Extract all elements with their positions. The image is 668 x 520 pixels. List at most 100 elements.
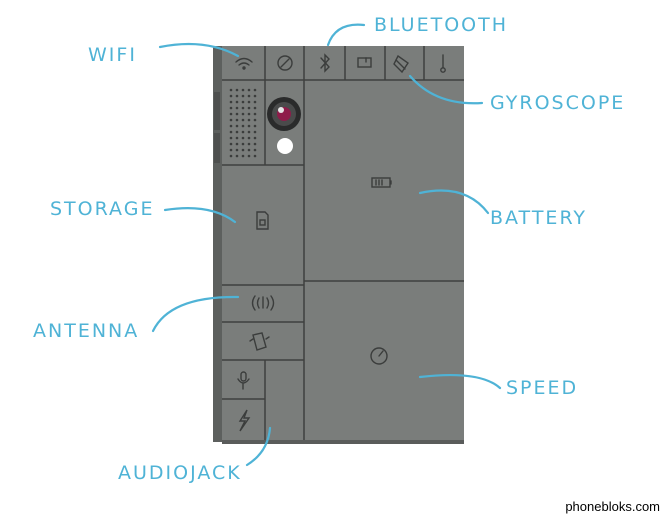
grille-dot	[235, 100, 239, 104]
grille-dot	[241, 130, 245, 134]
grille-dot	[247, 112, 251, 116]
grille-dot	[241, 142, 245, 146]
grille-dot	[247, 94, 251, 98]
grille-dot	[241, 148, 245, 152]
grille-dot	[229, 88, 233, 92]
compass-icon	[277, 55, 293, 71]
grille-dot	[247, 88, 251, 92]
grille-dot	[241, 94, 245, 98]
grille-dot	[247, 100, 251, 104]
grille-dot	[229, 136, 233, 140]
bluetooth-icon	[320, 53, 330, 73]
label-storage: STORAGE	[50, 198, 155, 220]
grille-dot	[235, 148, 239, 152]
grille-dot	[235, 112, 239, 116]
grille-dot	[241, 88, 245, 92]
grille-dot	[253, 118, 257, 122]
flash-icon	[277, 138, 293, 154]
grille-dot	[235, 106, 239, 110]
side-button-top	[214, 92, 220, 130]
label-gyroscope: GYROSCOPE	[490, 92, 626, 114]
grille-dot	[229, 106, 233, 110]
grille-dot	[241, 100, 245, 104]
label-wifi: WIFI	[88, 44, 137, 66]
grille-dot	[241, 154, 245, 158]
power-icon	[238, 409, 251, 432]
grille-dot	[235, 130, 239, 134]
speedometer-icon	[370, 347, 388, 365]
watermark: phonebloks.com	[565, 499, 660, 514]
microphone-icon	[237, 371, 250, 390]
grille-dot	[241, 124, 245, 128]
grille-dot	[229, 118, 233, 122]
grille-dot	[229, 94, 233, 98]
grille-dot	[253, 94, 257, 98]
wifi-icon	[235, 57, 253, 70]
label-bluetooth: BLUETOOTH	[374, 14, 508, 36]
grille-dot	[253, 130, 257, 134]
grille-dot	[247, 118, 251, 122]
grille-dot	[253, 100, 257, 104]
sim-card-icon	[256, 211, 269, 230]
phone	[213, 46, 464, 444]
grille-dot	[253, 136, 257, 140]
gyroscope-icon	[393, 54, 409, 74]
antenna-icon	[251, 295, 275, 311]
gyroscope-leader	[408, 74, 484, 105]
label-antenna: ANTENNA	[33, 320, 140, 342]
grille-dot	[229, 124, 233, 128]
phone-bottom-edge	[222, 440, 464, 444]
grille-dot	[235, 142, 239, 146]
grille-dot	[229, 112, 233, 116]
audiojack-leader	[245, 426, 272, 467]
thermometer-icon	[440, 54, 446, 73]
grille-dot	[241, 118, 245, 122]
grille-dot	[253, 142, 257, 146]
battery-icon	[371, 177, 392, 188]
bluetooth-leader	[326, 23, 366, 47]
grille-dot	[253, 154, 257, 158]
grille-dot	[241, 136, 245, 140]
grille-dot	[247, 124, 251, 128]
grille-dot	[247, 136, 251, 140]
grille-dot	[235, 88, 239, 92]
battery-leader	[418, 189, 490, 215]
storage-leader	[163, 207, 237, 224]
callout-lines	[151, 23, 502, 467]
grille-dot	[247, 130, 251, 134]
grille-dot	[235, 154, 239, 158]
phone-body	[222, 46, 464, 442]
grille-dot	[247, 106, 251, 110]
label-battery: BATTERY	[490, 207, 588, 229]
module-grid	[222, 46, 464, 440]
vibration-icon	[249, 332, 270, 351]
grille-dot	[253, 112, 257, 116]
speed-leader	[418, 373, 502, 390]
grille-dot	[247, 142, 251, 146]
grille-dot	[235, 136, 239, 140]
grille-dot	[229, 142, 233, 146]
grille-dot	[241, 112, 245, 116]
grille-dot	[253, 124, 257, 128]
speaker-grille-icon	[229, 88, 257, 158]
grille-dot	[247, 154, 251, 158]
wifi-leader	[158, 42, 240, 58]
grille-dot	[247, 148, 251, 152]
grille-dot	[253, 106, 257, 110]
sd-card-icon	[357, 57, 372, 68]
grille-dot	[229, 148, 233, 152]
grille-dot	[235, 118, 239, 122]
grille-dot	[235, 94, 239, 98]
grille-dot	[253, 148, 257, 152]
side-button-bottom	[214, 133, 220, 163]
grille-dot	[229, 154, 233, 158]
antenna-leader	[151, 295, 240, 333]
grille-dot	[241, 106, 245, 110]
grille-dot	[253, 88, 257, 92]
camera-lens-icon	[267, 97, 301, 131]
label-audiojack: AUDIOJACK	[118, 462, 242, 484]
grille-dot	[229, 130, 233, 134]
label-speed: SPEED	[506, 377, 579, 399]
